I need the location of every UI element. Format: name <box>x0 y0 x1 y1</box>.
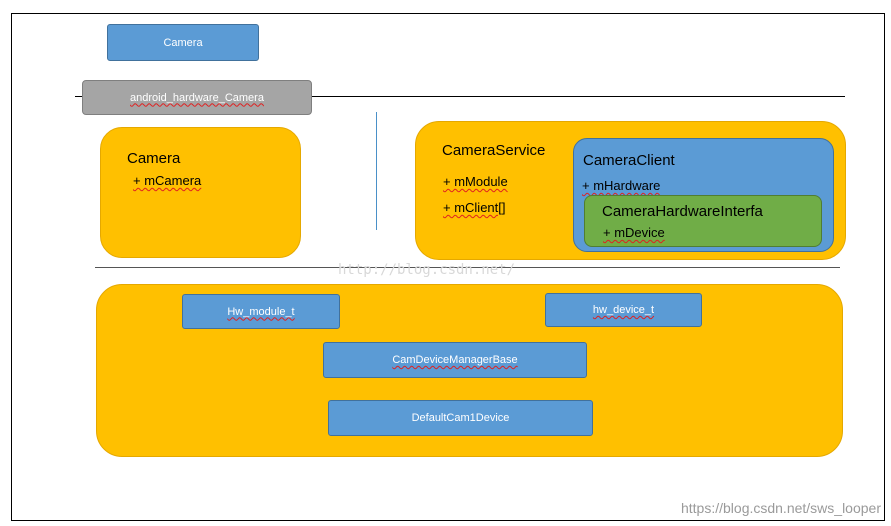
hal-separator-line <box>95 267 840 268</box>
camera-service-member-module: + mModule <box>443 174 508 189</box>
hardware-interface-member-text: + mDevice <box>603 225 665 240</box>
default-cam-device-box: DefaultCam1Device <box>328 400 593 436</box>
diagram-frame <box>11 13 885 521</box>
process-separator-line <box>75 96 845 97</box>
camera-client-member-text: + mCamera <box>133 173 202 188</box>
vertical-separator-line <box>376 112 377 230</box>
cam-device-manager-box: CamDeviceManagerBase <box>323 342 587 378</box>
cam-device-manager-label: CamDeviceManagerBase <box>392 354 518 366</box>
camera-client-title: Camera <box>127 150 181 167</box>
center-watermark: http://blog.csdn.net/ <box>338 262 516 278</box>
hardware-interface-box: CameraHardwareInterfa + mDevice <box>584 195 822 247</box>
camera-service-member-module-text: + mModule <box>443 174 508 189</box>
camera-client-member: + mCamera <box>133 173 201 188</box>
default-cam-device-label: DefaultCam1Device <box>411 412 510 424</box>
camera-service-member-client-text: + mClient[] <box>443 200 506 215</box>
camera-client-inner-member: + mHardware <box>582 178 660 193</box>
camera-client-inner-member-text: + mHardware <box>582 178 661 193</box>
camera-client-inner-title: CameraClient <box>583 152 675 169</box>
camera-java-label: Camera <box>163 36 203 49</box>
hw-device-label: hw_device_t <box>592 304 655 316</box>
camera-service-member-client: + mClient[] <box>443 200 506 215</box>
hardware-interface-member: + mDevice <box>603 225 665 240</box>
hardware-interface-title: CameraHardwareInterfa <box>602 203 763 220</box>
camera-java-box: Camera <box>107 24 259 61</box>
corner-watermark: https://blog.csdn.net/sws_looper <box>680 500 881 516</box>
jni-label: android_hardware_Camera <box>130 91 264 104</box>
camera-service-title: CameraService <box>442 142 546 159</box>
hw-module-box: Hw_module_t <box>182 294 340 329</box>
jni-box: android_hardware_Camera <box>82 80 312 115</box>
camera-client-panel <box>100 127 301 258</box>
hw-device-box: hw_device_t <box>545 293 702 327</box>
hw-module-label: Hw_module_t <box>227 305 295 318</box>
